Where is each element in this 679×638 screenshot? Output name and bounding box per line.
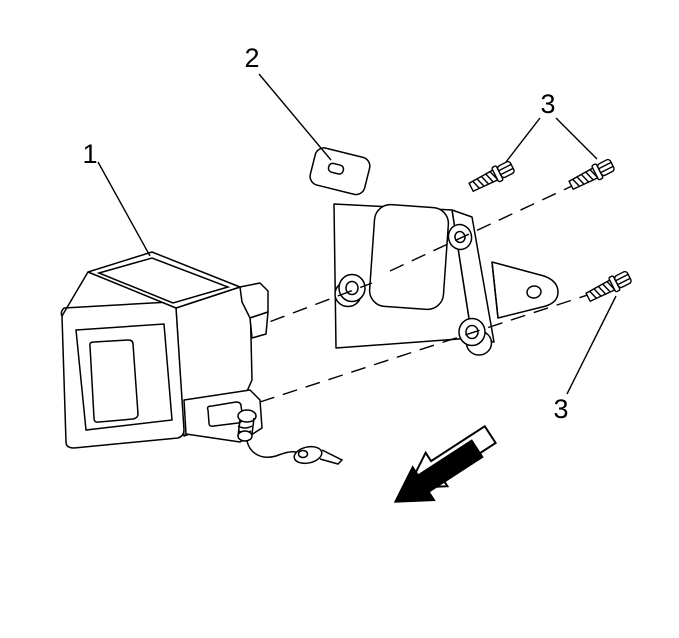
module-left-edge <box>61 271 89 317</box>
bolt-upper-left <box>466 158 517 196</box>
leader-line-3-lower <box>566 295 617 395</box>
arrow-solid <box>393 439 484 503</box>
bracket-grommet-upper <box>334 273 366 308</box>
leader-line-1 <box>97 161 151 257</box>
side-tab-fold-line <box>491 261 499 319</box>
view-direction-arrow <box>393 424 498 503</box>
dashed-line-lower <box>259 288 607 403</box>
callout-label-2: 2 <box>244 43 259 73</box>
wire-terminal <box>293 445 344 465</box>
module-top-rim-inner <box>96 257 231 304</box>
module-front-inner-panel <box>89 339 139 423</box>
bracket-grommet-lower <box>458 317 493 356</box>
module-part <box>60 251 344 465</box>
leader-line-3-upper-b <box>555 117 598 160</box>
bracket-top-tab <box>309 147 371 196</box>
assembly-dashed-lines <box>247 185 607 403</box>
bracket-tab-face <box>309 147 371 196</box>
callout-label-1: 1 <box>82 139 97 169</box>
leader-line-2 <box>258 73 332 161</box>
side-tab-hole <box>526 285 542 299</box>
bracket-part <box>309 147 559 356</box>
dashed-line-upper-left <box>247 282 373 331</box>
callout-label-3-upper: 3 <box>540 89 555 119</box>
leader-line-3-upper-a <box>505 117 541 163</box>
bracket-hole-upper-right <box>447 223 473 251</box>
callout-label-3-lower: 3 <box>553 394 568 424</box>
bracket-tab-slot <box>327 162 345 175</box>
bolt-upper-right <box>566 156 617 194</box>
module-bottom-flange <box>183 389 263 443</box>
module-front-inset <box>75 323 173 431</box>
module-stud <box>237 409 257 442</box>
module-wire <box>246 440 297 458</box>
bracket-side-tab <box>491 261 559 319</box>
dashed-line-upper-right <box>389 185 573 272</box>
bracket-cutout <box>368 203 450 311</box>
bolt-lower <box>583 268 634 306</box>
module-front-face <box>60 301 185 449</box>
module-connector-lower <box>249 311 269 339</box>
callout-leader-lines <box>97 73 617 395</box>
